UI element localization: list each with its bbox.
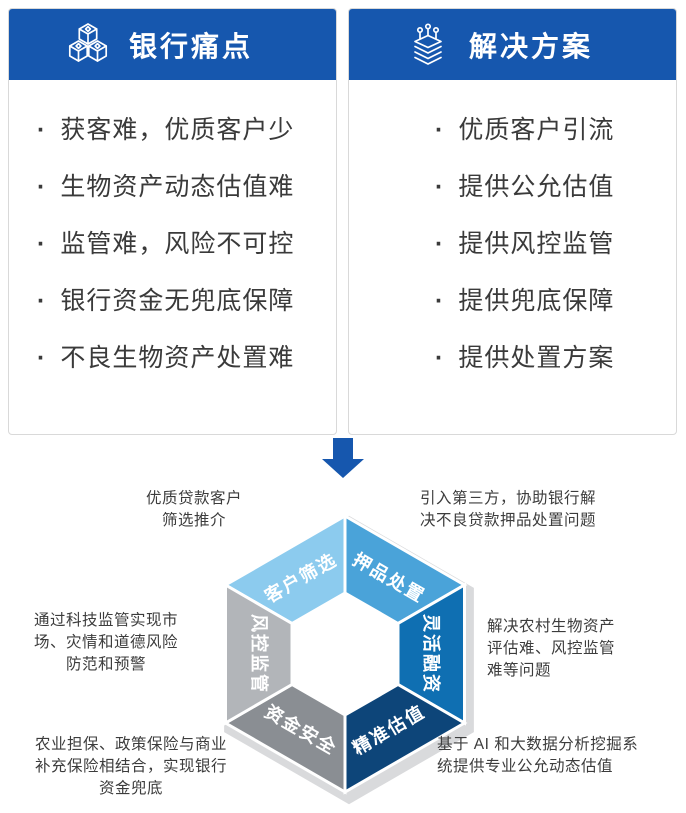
solution-item: 提供兜底保障 (435, 273, 676, 330)
pain-item: 获客难，优质客户少 (37, 102, 336, 159)
annotation-customer-screening: 优质贷款客户 筛选推介 (145, 490, 242, 529)
segment-label-flexible-financing: 灵活融资 (421, 614, 442, 694)
solution-item: 提供风控监管 (435, 216, 676, 273)
down-arrow-icon (322, 438, 364, 478)
pain-points-panel: 银行痛点 获客难，优质客户少 生物资产动态估值难 监管难，风险不可控 银行资金无… (8, 8, 337, 435)
annotation-precise-valuation: 基于 AI 和大数据分析挖掘系 统提供专业公允动态估值 (437, 736, 639, 775)
pain-item: 不良生物资产处置难 (37, 330, 336, 387)
solutions-title: 解决方案 (469, 30, 594, 62)
hexagon-ring-diagram: 客户筛选 押品处置 灵活融资 精准估值 资金安全 风控监管 (222, 513, 474, 805)
pain-item: 银行资金无兜底保障 (37, 273, 336, 330)
annotation-flexible-financing: 解决农村生物资产 评估难、风控监管 难等问题 (487, 618, 616, 679)
cubes-icon (68, 22, 108, 62)
solutions-list: 优质客户引流 提供公允估值 提供风控监管 提供兜底保障 提供处置方案 (349, 80, 676, 387)
annotation-fund-safety: 农业担保、政策保险与商业 补充保险相结合，实现银行 资金兜底 (34, 736, 227, 797)
solution-item: 提供处置方案 (435, 330, 676, 387)
layers-scan-icon (414, 22, 442, 65)
solution-item: 优质客户引流 (435, 102, 676, 159)
solutions-panel: 解决方案 优质客户引流 提供公允估值 提供风控监管 提供兜底保障 提供处置方案 (348, 8, 677, 435)
annotation-risk-supervision: 通过科技监管实现市 场、灾情和道德风险 防范和预警 (33, 612, 178, 673)
segment-risk-supervision (224, 582, 294, 726)
pain-item: 监管难，风险不可控 (37, 216, 336, 273)
solution-item: 提供公允估值 (435, 159, 676, 216)
pain-points-header: 银行痛点 (9, 9, 336, 80)
pain-points-title: 银行痛点 (129, 30, 254, 62)
pain-points-list: 获客难，优质客户少 生物资产动态估值难 监管难，风险不可控 银行资金无兜底保障 … (9, 80, 336, 387)
annotation-collateral-disposal: 引入第三方，协助银行解 决不良贷款押品处置问题 (420, 490, 597, 529)
solutions-header: 解决方案 (349, 9, 676, 80)
segment-label-risk-supervision: 风控监管 (249, 614, 270, 694)
pain-item: 生物资产动态估值难 (37, 159, 336, 216)
